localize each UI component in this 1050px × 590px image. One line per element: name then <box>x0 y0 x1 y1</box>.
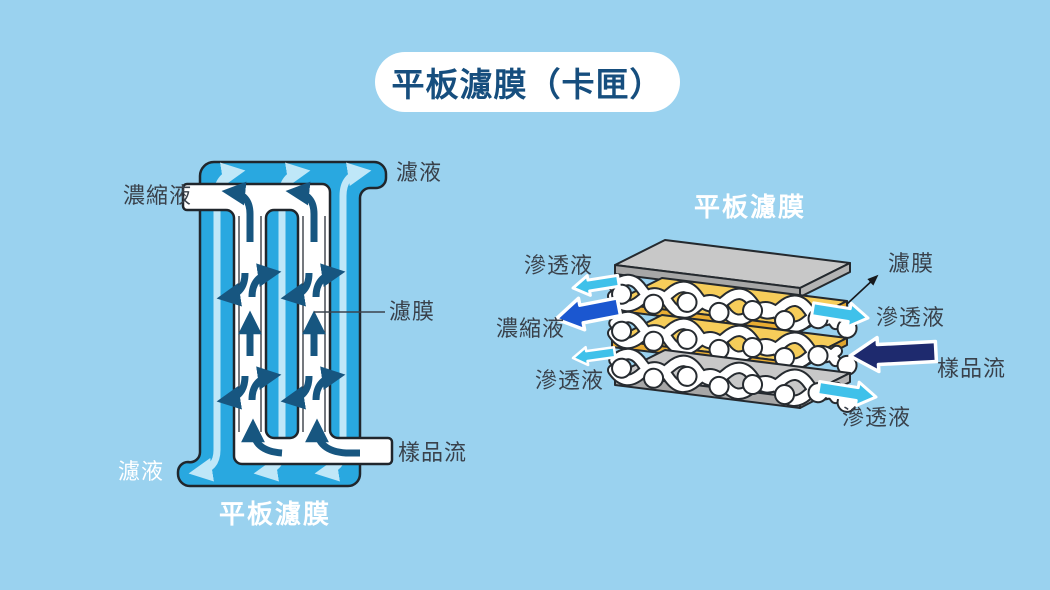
concentrate-right-label: 濃縮液 <box>496 317 566 342</box>
sample-flow-arrow <box>848 335 939 374</box>
sample-flow-arrows <box>216 181 360 457</box>
membrane-pointer-arrow <box>846 274 879 305</box>
concentrate-arrow <box>554 296 623 332</box>
cartridge-caption: 平板濾膜 <box>218 500 331 530</box>
mesh-spacer-3 <box>606 347 858 413</box>
flat-sheet-stack-diagram <box>554 239 939 413</box>
permeate-arrow-right <box>810 301 870 329</box>
title-banner: 平板濾膜（卡匣） <box>375 52 680 112</box>
permeate-top-left-label: 滲透液 <box>524 254 594 279</box>
stack-title: 平板濾膜 <box>693 193 806 223</box>
filtrate-bottom-label: 濾液 <box>118 460 165 485</box>
permeate-right-label: 滲透液 <box>876 306 946 331</box>
permeate-arrow-bottom-left <box>571 345 617 367</box>
sample-flow-right-label: 樣品流 <box>937 357 1007 382</box>
concentrate-label: 濃縮液 <box>122 184 192 209</box>
permeate-arrow-bottom-right <box>816 380 878 408</box>
permeate-bottom-right-label: 滲透液 <box>842 406 912 431</box>
sample-flow-label: 樣品流 <box>398 441 468 466</box>
membrane-label: 濾膜 <box>389 300 436 325</box>
permeate-bottom-left-label: 滲透液 <box>535 369 605 394</box>
permeate-arrow-top-left <box>571 273 621 297</box>
filtrate-top-label: 濾液 <box>396 161 443 186</box>
mesh-spacer-2 <box>606 310 858 376</box>
cartridge-diagram <box>176 160 394 488</box>
page-title: 平板濾膜（卡匣） <box>391 65 664 104</box>
membrane-right-label: 濾膜 <box>888 252 935 277</box>
